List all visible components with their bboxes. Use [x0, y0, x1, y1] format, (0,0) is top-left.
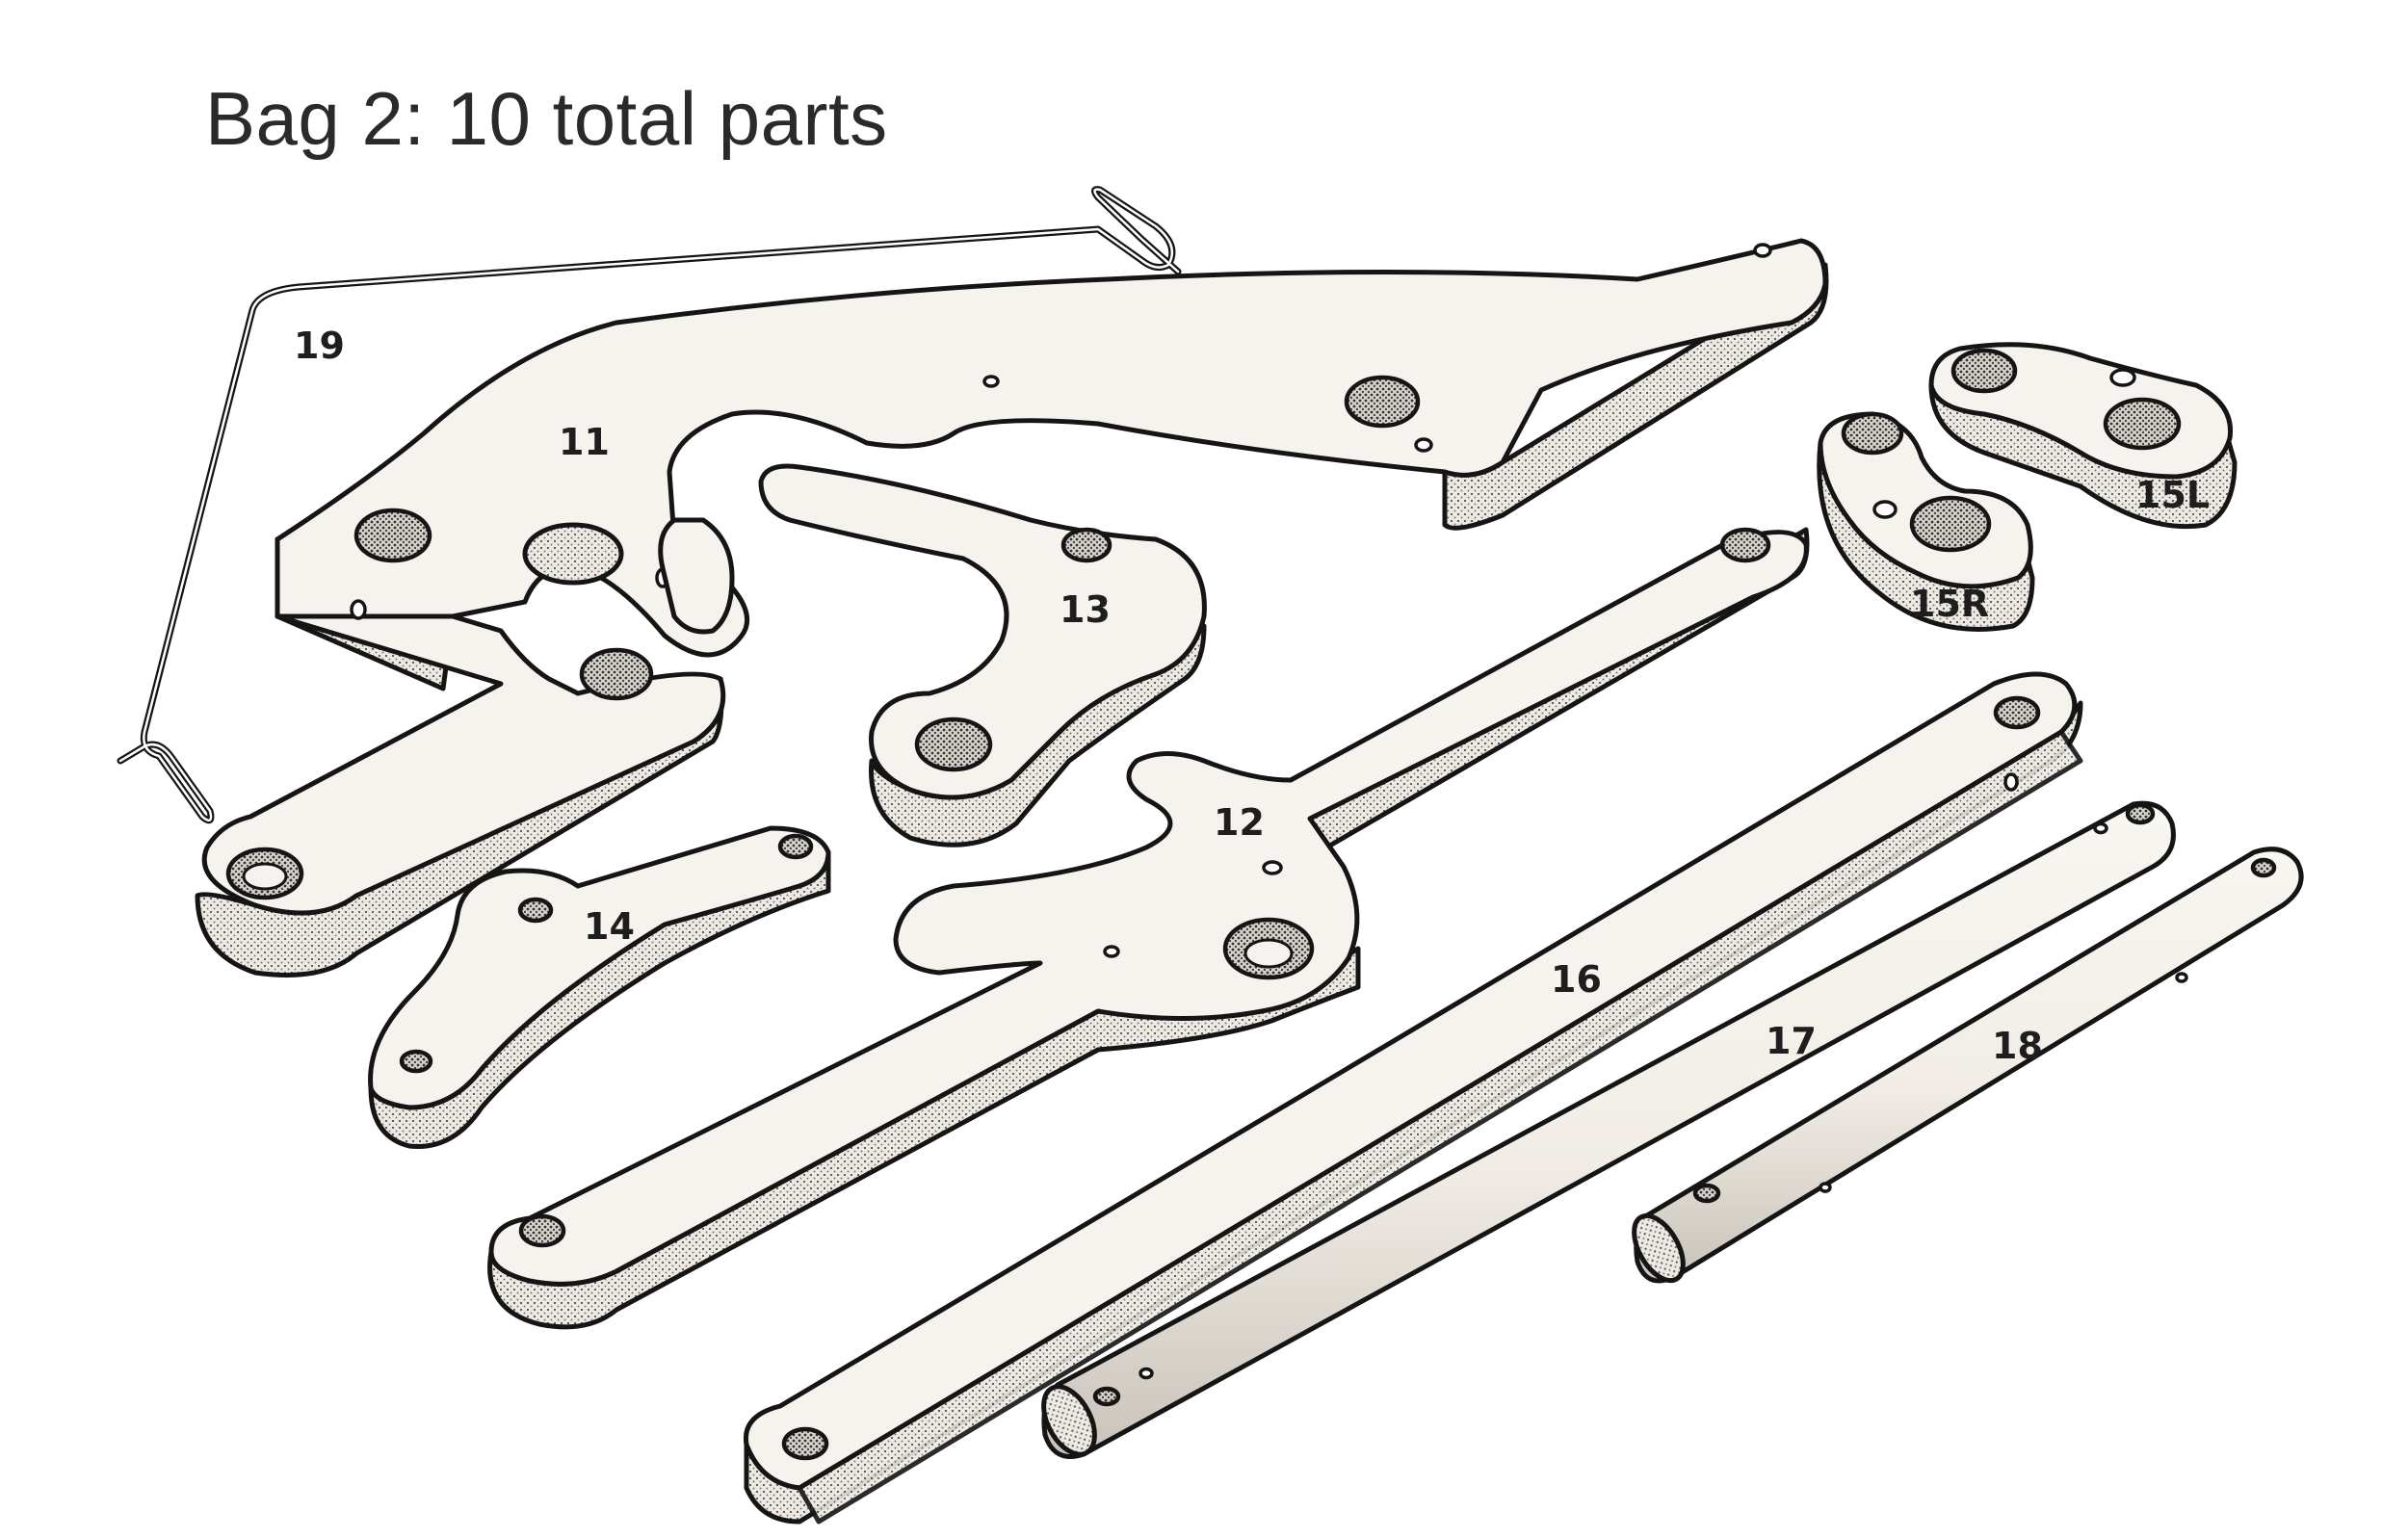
part-14-lever [368, 825, 831, 1149]
part-label-18: 18 [1992, 1025, 2043, 1067]
part-19-wire [117, 186, 1182, 824]
part-label-16: 16 [1551, 958, 1602, 1001]
part-12-double-arm [487, 527, 1810, 1330]
part-label-19: 19 [294, 325, 345, 367]
part-label-15l: 15L [2135, 474, 2210, 516]
part-label-17: 17 [1766, 1020, 1817, 1062]
part-11-bracket [195, 238, 1829, 978]
part-label-15r: 15R [1910, 583, 1989, 625]
part-label-14: 14 [584, 905, 635, 948]
page-title: Bag 2: 10 total parts [205, 76, 888, 161]
part-17-rod [1041, 800, 2176, 1459]
part-label-13: 13 [1060, 588, 1111, 631]
part-15l-block [1928, 342, 2238, 530]
part-label-11: 11 [559, 421, 610, 463]
part-16-bar [743, 671, 2083, 1525]
part-15r-block [1817, 411, 2035, 632]
part-label-12: 12 [1214, 801, 1265, 844]
part-18-rod [1632, 847, 2304, 1284]
part-13-arm [758, 463, 1207, 847]
